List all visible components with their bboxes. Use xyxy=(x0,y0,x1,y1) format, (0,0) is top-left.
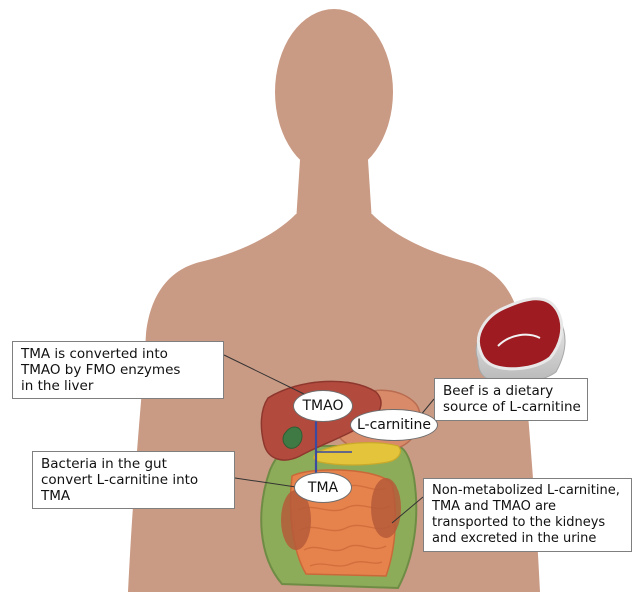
liver-callout-line-3: in the liver xyxy=(21,378,215,394)
kidneys-callout-line-1: Non-metabolized L-carnitine, xyxy=(432,483,623,499)
kidneys-callout-line-3: transported to the kidneys xyxy=(432,515,623,531)
kidneys-callout: Non-metabolized L-carnitine, TMA and TMA… xyxy=(423,478,632,552)
gut-callout-line-1: Bacteria in the gut xyxy=(41,456,226,472)
liver-callout-line-2: TMAO by FMO enzymes xyxy=(21,362,215,378)
beef-callout-line-1: Beef is a dietary xyxy=(443,383,579,399)
kidneys-callout-line-2: TMA and TMAO are xyxy=(432,499,623,515)
beef-callout-line-2: source of L-carnitine xyxy=(443,399,579,415)
gut-callout: Bacteria in the gut convert L-carnitine … xyxy=(32,451,235,509)
right-kidney xyxy=(371,478,401,538)
beef-callout: Beef is a dietary source of L-carnitine xyxy=(434,378,588,421)
liver-callout: TMA is converted into TMAO by FMO enzyme… xyxy=(12,341,224,399)
tmao-bubble: TMAO xyxy=(293,390,353,422)
liver-callout-line-1: TMA is converted into xyxy=(21,346,215,362)
gut-callout-line-3: TMA xyxy=(41,488,226,504)
kidneys-callout-line-4: and excreted in the urine xyxy=(432,531,623,547)
gut-callout-line-2: convert L-carnitine into xyxy=(41,472,226,488)
l-carnitine-bubble: L-carnitine xyxy=(350,409,438,441)
tma-bubble: TMA xyxy=(294,472,352,503)
